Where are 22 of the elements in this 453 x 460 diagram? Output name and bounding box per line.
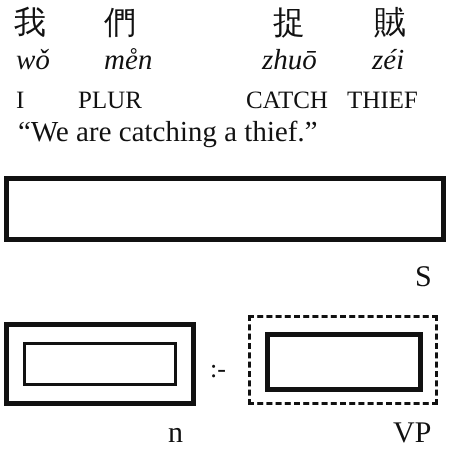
gloss-text: CATCH: [246, 88, 328, 113]
rectangle-box: [4, 322, 196, 406]
gloss-text: PLUR: [78, 88, 142, 113]
pinyin-text: zéi: [372, 46, 404, 75]
chinese-character: 們: [104, 6, 136, 38]
chinese-character: 捉: [273, 6, 305, 38]
rectangle-box: [4, 176, 446, 242]
gloss-text: I: [16, 88, 24, 113]
pinyin-text: me̊n: [104, 46, 152, 75]
pinyin-text: wǒ: [16, 46, 50, 75]
dashed-box: [248, 315, 438, 405]
translation-text: “We are catching a thief.”: [18, 118, 318, 147]
rectangle-box: [23, 342, 177, 386]
gloss-text: THIEF: [347, 88, 418, 113]
category-label: VP: [393, 418, 432, 448]
chinese-character: 賊: [374, 6, 406, 38]
rule-symbol: :-: [210, 356, 226, 382]
category-label: n: [168, 418, 183, 448]
chinese-character: 我: [14, 6, 46, 38]
category-label: S: [415, 262, 432, 292]
rectangle-box: [265, 332, 423, 392]
pinyin-text: zhuō: [262, 46, 317, 75]
